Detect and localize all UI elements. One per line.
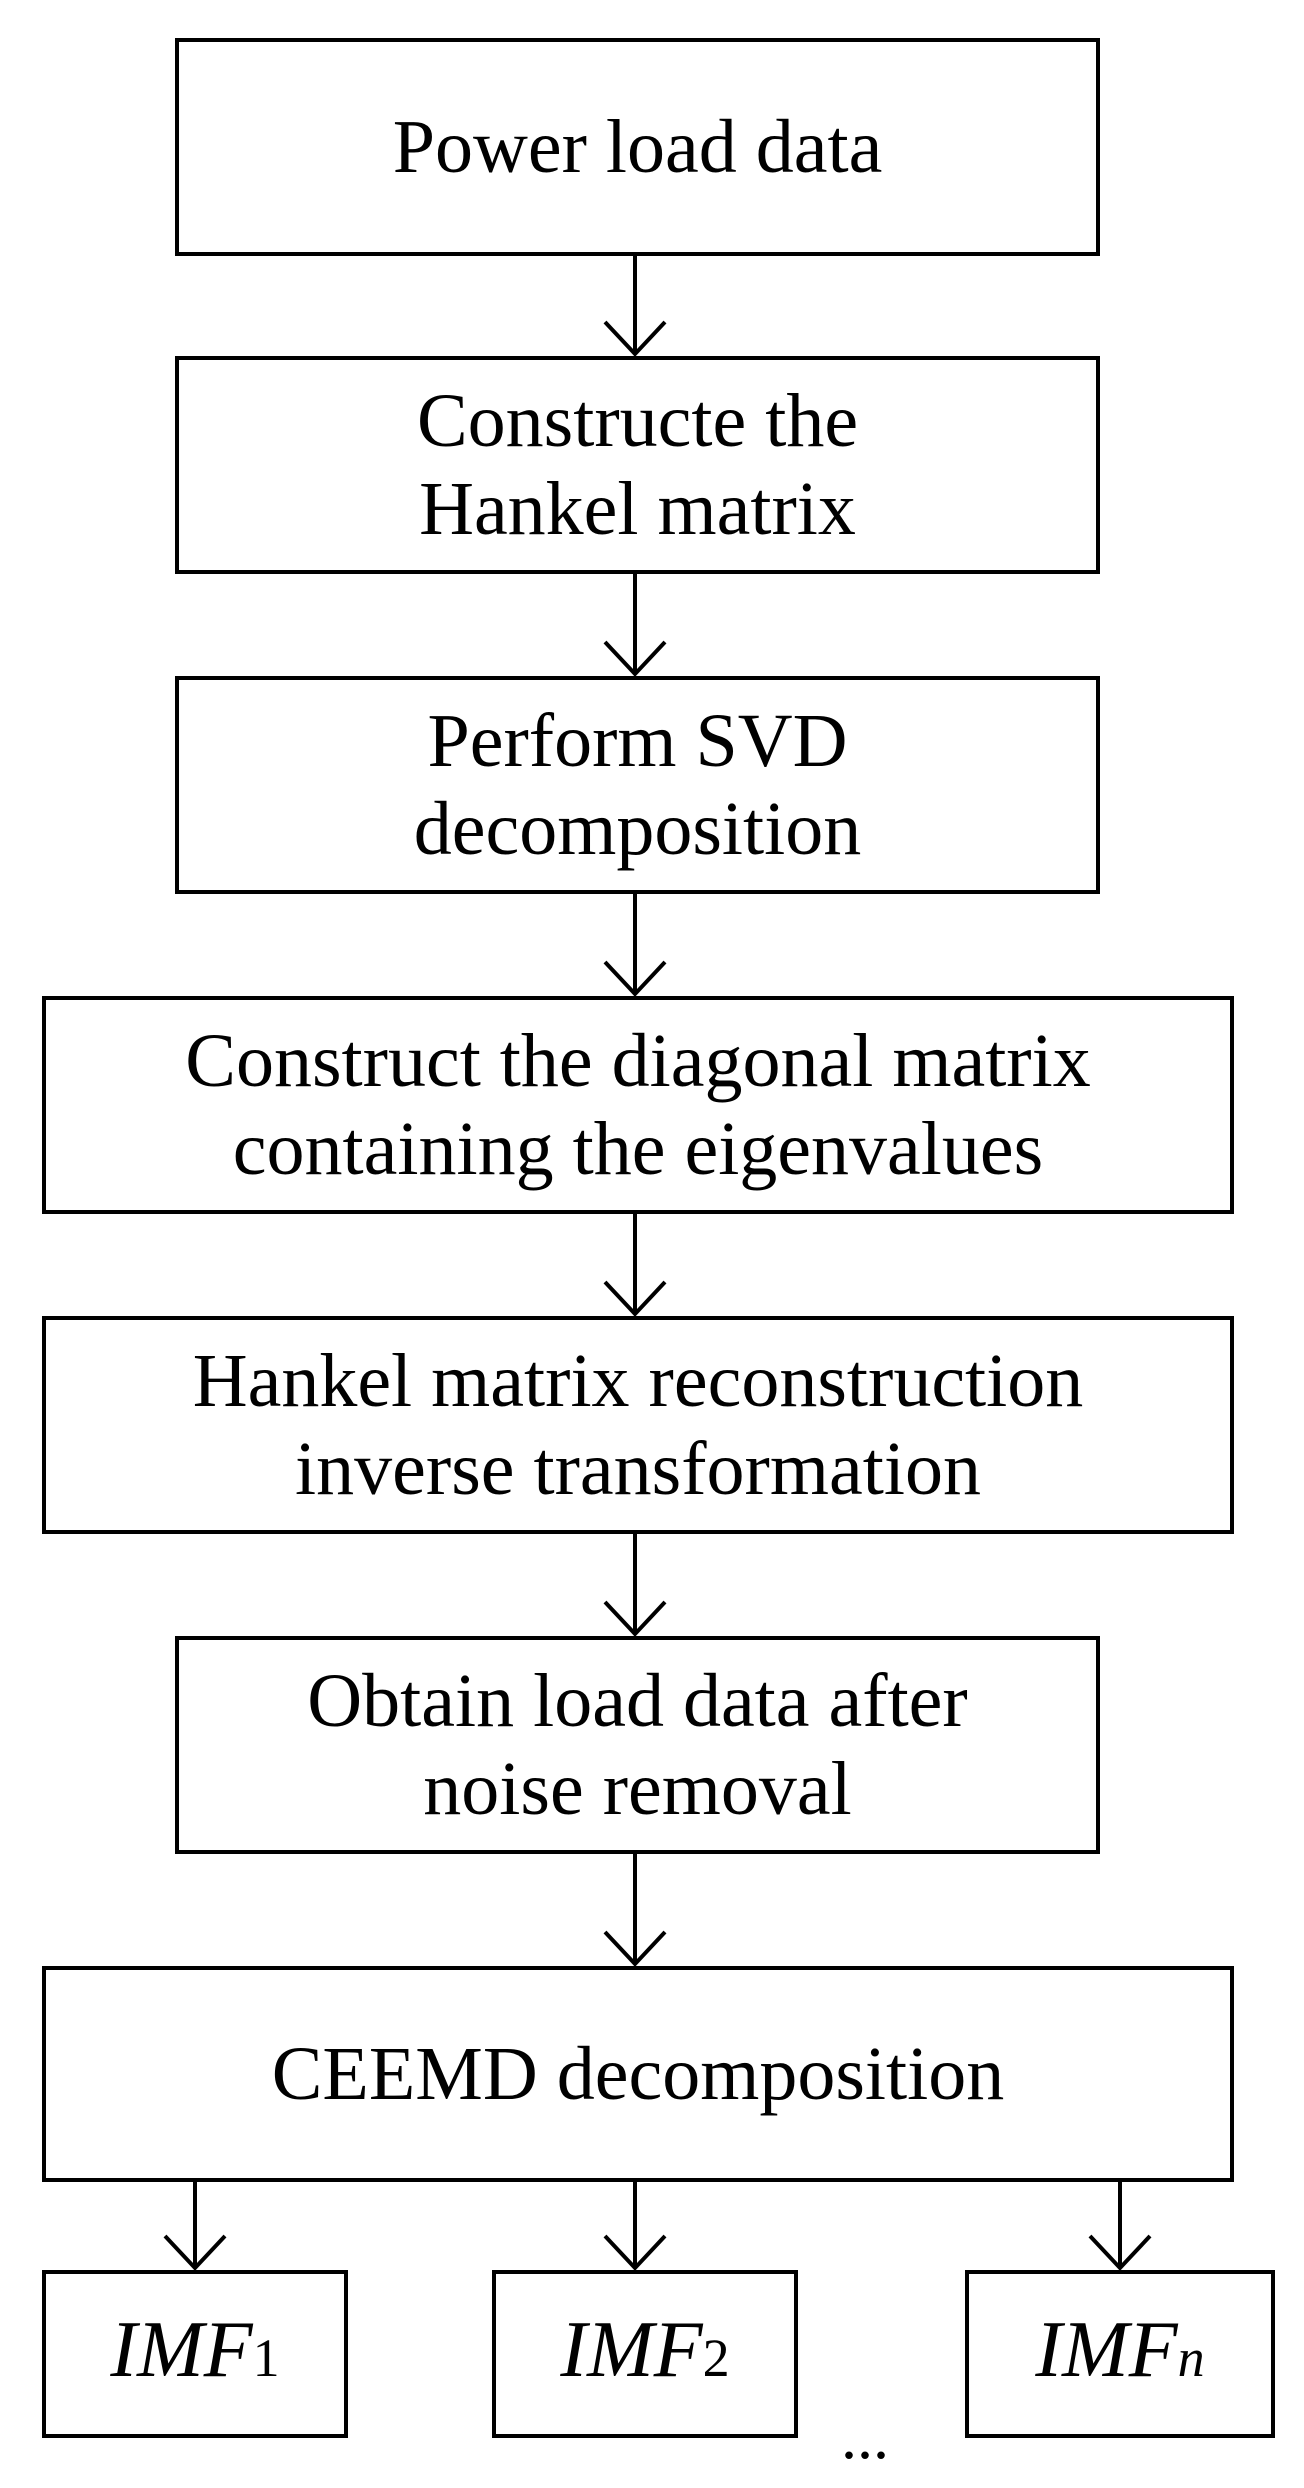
step-label: Hankel matrix reconstruction inverse tra… [192,1339,1084,1511]
step-perform-svd: Perform SVD decomposition [175,676,1100,894]
step-construct-hankel-matrix: Constructe the Hankel matrix [175,356,1100,574]
step-label: Perform SVD decomposition [413,699,862,871]
arrowhead-2 [603,640,667,677]
output-imf-n: IMFn [965,2270,1275,2438]
arrowhead-imf-1 [163,2234,227,2271]
imf-label: IMF1 [110,2306,280,2394]
arrowhead-imf-2 [603,2234,667,2271]
arrowhead-imf-n [1088,2234,1152,2271]
more-outputs-ellipsis: ... [841,2401,889,2472]
arrowhead-3 [603,960,667,997]
step-ceemd-decomposition: CEEMD decomposition [42,1966,1234,2182]
output-imf-2: IMF2 [492,2270,798,2438]
imf-label: IMFn [1035,2306,1205,2394]
output-imf-1: IMF1 [42,2270,348,2438]
step-power-load-data: Power load data [175,38,1100,256]
arrowhead-4 [603,1280,667,1317]
arrowhead-1 [603,320,667,357]
step-label: CEEMD decomposition [271,2032,1005,2116]
arrowhead-5 [603,1600,667,1637]
arrowhead-6 [603,1930,667,1967]
imf-label: IMF2 [560,2306,730,2394]
step-label: Constructe the Hankel matrix [416,379,859,551]
step-label: Construct the diagonal matrix containing… [185,1019,1091,1191]
step-label: Obtain load data after noise removal [307,1659,968,1831]
step-construct-diagonal-matrix: Construct the diagonal matrix containing… [42,996,1234,1214]
step-label: Power load data [392,105,883,189]
step-hankel-reconstruction: Hankel matrix reconstruction inverse tra… [42,1316,1234,1534]
step-obtain-load-data: Obtain load data after noise removal [175,1636,1100,1854]
